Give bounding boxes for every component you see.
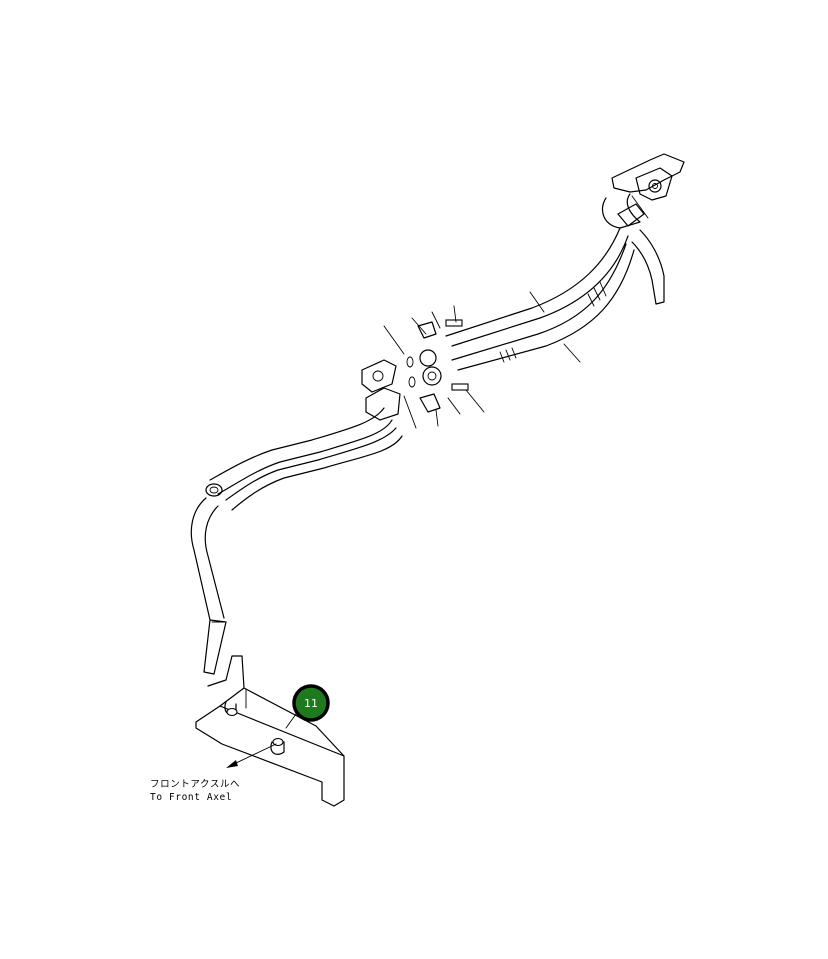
callout-11-circle [292, 684, 330, 722]
callout-11-label: 11 [304, 697, 318, 710]
mounting-bracket [195, 655, 345, 807]
callout-11[interactable]: 11 [285, 684, 330, 729]
upper-hose-pair [445, 195, 649, 371]
direction-note-jp: フロントアクスルへ [150, 779, 240, 790]
upper-flange-fitting [601, 153, 685, 305]
left-flange-block [361, 359, 401, 421]
direction-note-en: To Front Axel [150, 792, 232, 803]
direction-arrow [226, 743, 277, 768]
center-joint-parts [383, 305, 485, 429]
lower-hose-pair [205, 407, 403, 511]
down-run-hose [190, 497, 227, 675]
